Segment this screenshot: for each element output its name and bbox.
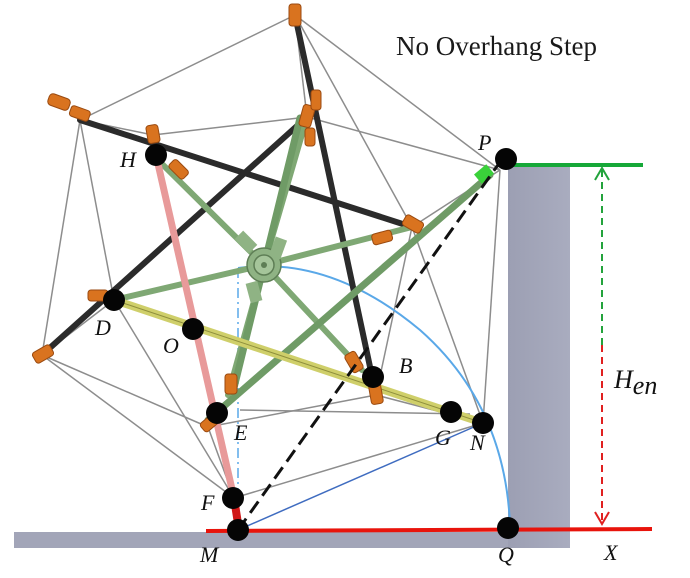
node-Q xyxy=(497,517,519,539)
nodes xyxy=(103,144,519,541)
central-hub xyxy=(234,230,288,304)
ground-strip xyxy=(14,532,570,548)
node-H xyxy=(145,144,167,166)
label-M: M xyxy=(199,542,220,567)
label-X: X xyxy=(603,540,619,565)
yellow-strut-edge xyxy=(113,299,481,423)
line-MP xyxy=(236,161,502,531)
node-O xyxy=(182,318,204,340)
label-Q: Q xyxy=(498,542,514,567)
node-N xyxy=(472,412,494,434)
label-P: P xyxy=(477,130,491,155)
label-B: B xyxy=(399,353,412,378)
label-D: D xyxy=(94,315,111,340)
node-F xyxy=(222,487,244,509)
label-F: F xyxy=(200,490,215,515)
node-M xyxy=(227,519,249,541)
label-E: E xyxy=(233,420,248,445)
label-G: G xyxy=(435,425,451,450)
rotation-arc xyxy=(237,265,511,526)
node-D xyxy=(103,289,125,311)
line-MN xyxy=(237,422,484,531)
label-O: O xyxy=(163,333,179,358)
title: No Overhang Step xyxy=(396,31,597,61)
ground-line xyxy=(205,527,653,533)
node-E xyxy=(206,402,228,424)
label-height: Hen xyxy=(613,365,657,400)
step-block xyxy=(508,165,570,548)
strut-end-green xyxy=(474,164,494,184)
label-N: N xyxy=(469,430,486,455)
height-arrow xyxy=(594,166,610,526)
node-P xyxy=(495,148,517,170)
node-G xyxy=(440,401,462,423)
label-H: H xyxy=(119,147,137,172)
node-B xyxy=(362,366,384,388)
